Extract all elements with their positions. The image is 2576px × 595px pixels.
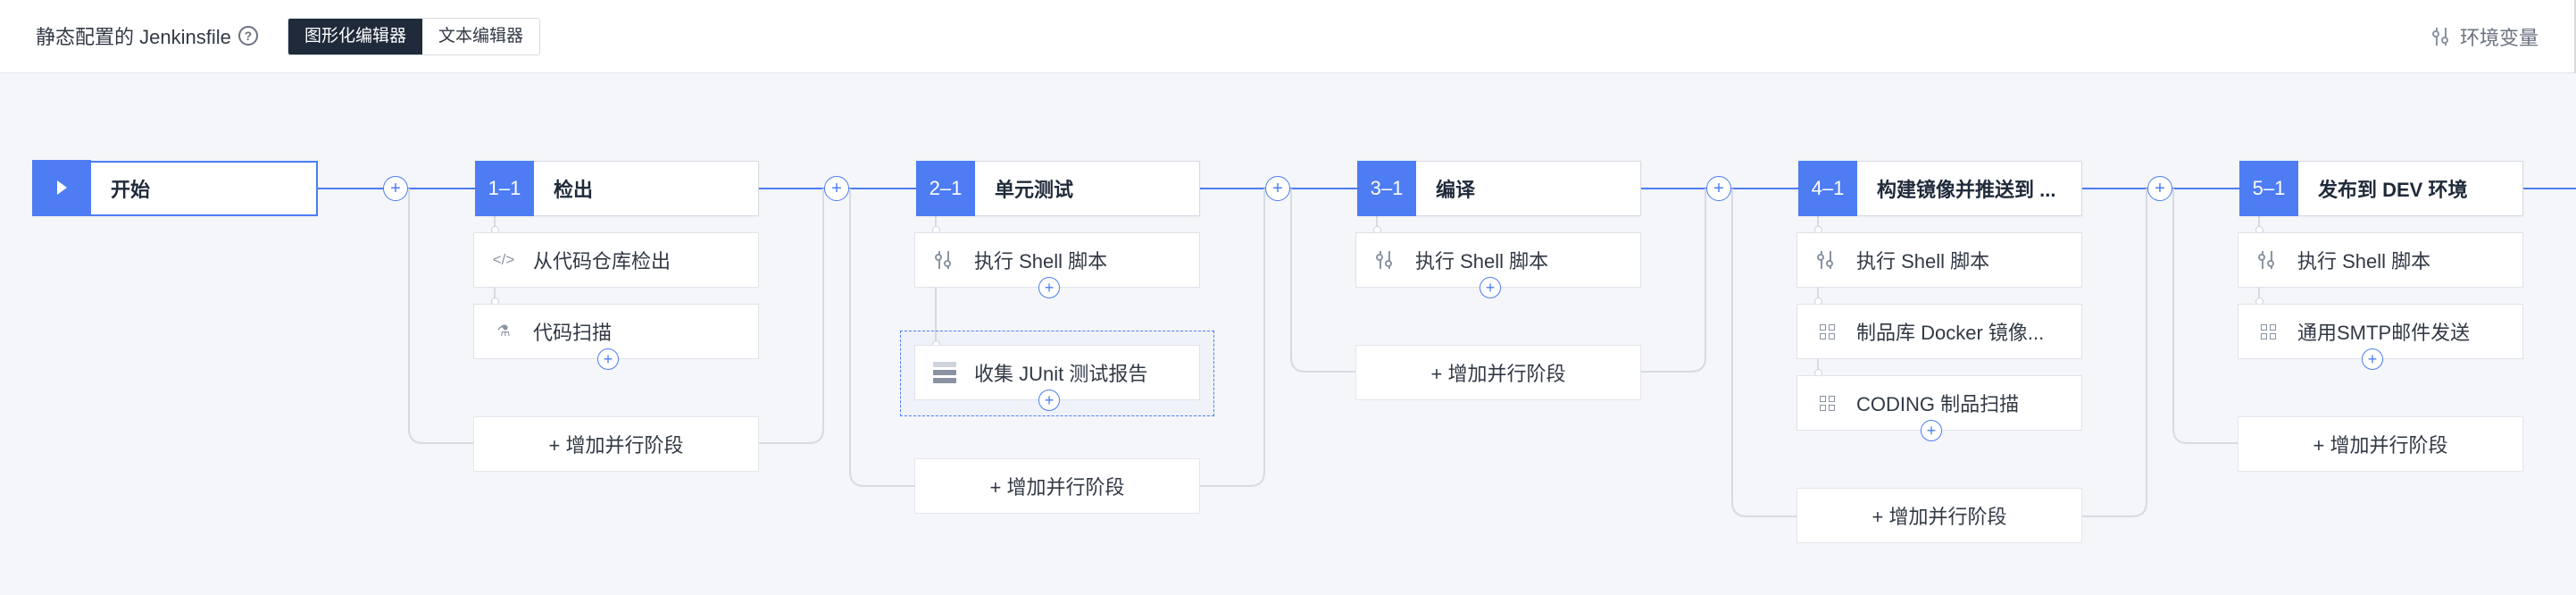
add-parallel-stage-button[interactable]: + 增加并行阶段	[2238, 416, 2523, 472]
start-node[interactable]: 开始	[32, 160, 318, 216]
step-label: 执行 Shell 脚本	[974, 250, 1108, 272]
step-shell[interactable]: 执行 Shell 脚本	[1355, 232, 1641, 288]
stage-5-header[interactable]: 5–1 发布到 DEV 环境	[2239, 160, 2523, 216]
step-label: 执行 Shell 脚本	[2297, 250, 2431, 272]
step-shell[interactable]: 执行 Shell 脚本	[2238, 232, 2523, 288]
env-variables-label: 环境变量	[2459, 27, 2538, 49]
stage-3-header[interactable]: 3–1 编译	[1357, 160, 1641, 216]
step-shell[interactable]: 执行 Shell 脚本	[914, 232, 1200, 288]
add-step-button[interactable]: +	[1038, 390, 1060, 411]
step-label: CODING 制品扫描	[1856, 393, 2020, 415]
env-sliders-icon	[2431, 28, 2451, 46]
step-label: 通用SMTP邮件发送	[2297, 322, 2471, 344]
graphical-editor-button[interactable]: 图形化编辑器	[288, 19, 423, 54]
step-label: 代码扫描	[533, 322, 613, 344]
add-parallel-stage-button[interactable]: + 增加并行阶段	[1355, 345, 1641, 400]
grid-icon	[1797, 323, 1856, 339]
add-stage-button-2[interactable]: +	[824, 176, 849, 201]
code-icon: </>	[492, 251, 515, 268]
step-label: 收集 JUnit 测试报告	[974, 363, 1148, 385]
add-stage-button-1[interactable]: +	[383, 176, 408, 201]
step-label: 从代码仓库检出	[533, 250, 671, 272]
scroll-edge	[2574, 0, 2576, 73]
sliders-icon	[2238, 251, 2297, 269]
page-title-text: 静态配置的 Jenkinsfile	[36, 26, 231, 48]
sliders-icon	[1356, 251, 1415, 269]
add-step-button[interactable]: +	[2362, 348, 2383, 370]
stage-5-number: 5–1	[2239, 160, 2298, 216]
toolbar: 静态配置的 Jenkinsfile ? 图形化编辑器 文本编辑器 环境变量	[0, 0, 2576, 73]
stage-1-name: 检出	[554, 179, 594, 201]
stage-1-number: 1–1	[475, 160, 534, 216]
step-smtp-mail[interactable]: 通用SMTP邮件发送	[2238, 304, 2523, 359]
help-icon[interactable]: ?	[238, 26, 258, 46]
start-label: 开始	[111, 179, 151, 201]
add-step-button[interactable]: +	[1480, 277, 1501, 298]
junit-icon	[915, 362, 974, 383]
step-label: 制品库 Docker 镜像...	[1856, 322, 2045, 344]
page-title: 静态配置的 Jenkinsfile ?	[36, 21, 258, 50]
flask-icon: ⚗	[496, 323, 511, 339]
sliders-icon	[915, 251, 974, 269]
stage-2-header[interactable]: 2–1 单元测试	[916, 160, 1200, 216]
stage-3-name: 编译	[1436, 179, 1476, 201]
text-editor-button[interactable]: 文本编辑器	[422, 19, 540, 54]
add-parallel-stage-button[interactable]: + 增加并行阶段	[473, 416, 759, 472]
stage-5-name: 发布到 DEV 环境	[2318, 179, 2468, 201]
step-code-scan[interactable]: ⚗ 代码扫描	[473, 304, 759, 359]
parallel-step-selection	[900, 331, 1214, 416]
add-parallel-stage-button[interactable]: + 增加并行阶段	[914, 458, 1200, 514]
add-stage-button-3[interactable]: +	[1265, 176, 1290, 201]
stage-4-header[interactable]: 4–1 构建镜像并推送到 ...	[1798, 160, 2082, 216]
add-stage-button-4[interactable]: +	[1706, 176, 1731, 201]
grid-icon	[2238, 323, 2297, 339]
add-step-button[interactable]: +	[597, 348, 619, 370]
stage-4-name: 构建镜像并推送到 ...	[1877, 179, 2056, 201]
env-variables-button[interactable]: 环境变量	[2431, 21, 2538, 52]
stage-2-name: 单元测试	[995, 179, 1074, 201]
stage-4-number: 4–1	[1798, 160, 1857, 216]
stage-2-number: 2–1	[916, 160, 975, 216]
add-parallel-stage-button[interactable]: + 增加并行阶段	[1797, 488, 2082, 543]
step-artifact-scan[interactable]: CODING 制品扫描	[1797, 375, 2082, 431]
step-label: 执行 Shell 脚本	[1415, 250, 1549, 272]
step-shell[interactable]: 执行 Shell 脚本	[1797, 232, 2082, 288]
step-label: 执行 Shell 脚本	[1856, 250, 1990, 272]
play-icon	[32, 160, 91, 215]
editor-mode-switch: 图形化编辑器 文本编辑器	[288, 18, 541, 55]
sliders-icon	[1797, 251, 1856, 269]
add-step-button[interactable]: +	[1038, 277, 1060, 298]
grid-icon	[1797, 395, 1856, 411]
stage-3-number: 3–1	[1357, 160, 1416, 216]
add-step-button[interactable]: +	[1921, 420, 1942, 441]
step-junit-report[interactable]: 收集 JUnit 测试报告	[914, 345, 1200, 400]
add-stage-button-5[interactable]: +	[2147, 176, 2172, 201]
stage-1-header[interactable]: 1–1 检出	[475, 160, 759, 216]
step-docker-image[interactable]: 制品库 Docker 镜像...	[1797, 304, 2082, 359]
step-checkout[interactable]: </> 从代码仓库检出	[473, 232, 759, 288]
